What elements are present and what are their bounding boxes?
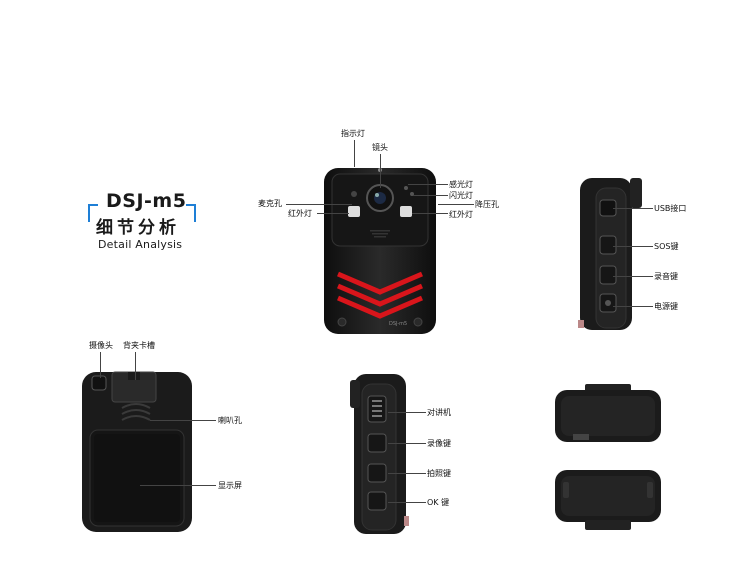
front-view-device — [322, 166, 438, 336]
label-indicator: 指示灯 — [341, 129, 365, 138]
ir-light-right — [400, 206, 412, 217]
speaker-grille — [121, 403, 151, 421]
label-light-sensor: 感光灯 — [449, 180, 473, 189]
back-view-device — [78, 368, 196, 536]
label-intercom: 对讲机 — [427, 408, 451, 417]
label-screen: 显示屏 — [218, 481, 242, 490]
label-speaker: 喇叭孔 — [218, 416, 242, 425]
front-brand-text: DSJ-m5 — [389, 321, 408, 327]
label-clip: 背夹卡槽 — [123, 341, 155, 350]
label-flash: 闪光灯 — [449, 191, 473, 200]
label-record: 录音键 — [654, 272, 678, 281]
label-ir-left: 红外灯 — [288, 209, 312, 218]
side-view-left-device — [348, 372, 414, 538]
top-view-device — [553, 382, 663, 446]
bottom-view-device — [553, 468, 663, 532]
title-bracket-right — [186, 204, 196, 222]
label-sos: SOS键 — [654, 242, 679, 251]
product-title-en: Detail Analysis — [98, 238, 183, 251]
ir-light-left — [348, 206, 360, 217]
side-view-right-device — [576, 174, 646, 334]
label-photo: 拍照键 — [427, 469, 451, 478]
label-power: 电源键 — [654, 302, 678, 311]
label-usb: USB接口 — [654, 204, 687, 213]
mic-hole-icon — [351, 191, 357, 197]
product-model-title: DSJ-m5 — [106, 190, 187, 212]
label-lens: 镜头 — [372, 143, 388, 152]
red-chevrons — [337, 271, 423, 319]
title-bracket-left — [88, 204, 98, 222]
label-video: 录像键 — [427, 439, 451, 448]
label-camera: 摄像头 — [89, 341, 113, 350]
label-ok: OK 键 — [427, 498, 450, 507]
label-mic: 麦克孔 — [258, 199, 282, 208]
product-title-cn: 细节分析 — [96, 218, 180, 238]
label-ir-right: 红外灯 — [449, 210, 473, 219]
label-pressure-hole: 降压孔 — [475, 200, 499, 209]
